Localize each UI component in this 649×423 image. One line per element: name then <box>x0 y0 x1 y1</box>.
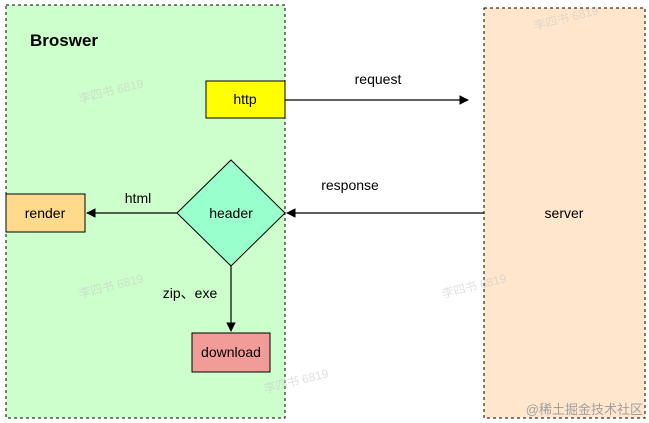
request-label: request <box>355 71 402 87</box>
http-label: http <box>233 91 257 107</box>
zip-exe-label: zip、exe <box>163 285 218 301</box>
html-label: html <box>125 190 151 206</box>
render-node <box>5 193 86 233</box>
render-label: render <box>25 205 66 221</box>
response-label: response <box>321 177 379 193</box>
browser-title: Broswer <box>30 31 98 50</box>
header-label: header <box>209 205 253 221</box>
download-node <box>191 332 271 373</box>
server-label: server <box>545 205 584 221</box>
server-container <box>483 7 646 419</box>
credit-text: @稀土掘金技术社区 <box>526 402 643 417</box>
download-label: download <box>201 344 261 360</box>
